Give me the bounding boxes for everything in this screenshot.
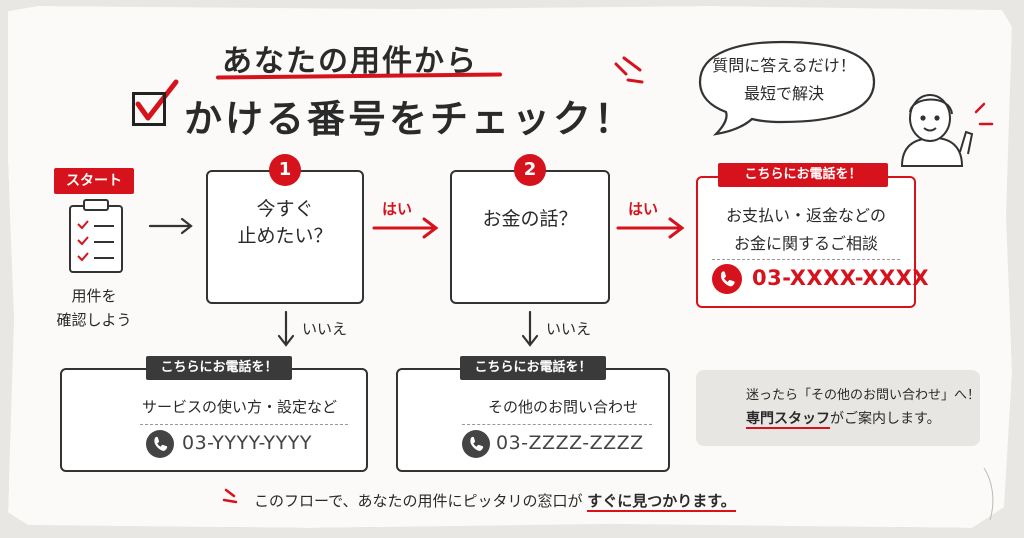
phone-icon	[462, 430, 490, 458]
tip-box	[696, 370, 980, 446]
question-1-number: 1	[269, 154, 301, 186]
question-2-text: お金の話？	[482, 208, 578, 230]
question-2-yes-label: はい	[628, 200, 659, 218]
footer-note: このフローで、あなたの用件にピッタリの窓口が すぐに見つかります。	[254, 490, 736, 512]
question-1-box	[206, 170, 364, 304]
question-1-yes-label: はい	[382, 200, 413, 218]
yes-arrows	[372, 217, 685, 239]
service-contact-box	[60, 368, 368, 472]
speech-bubble	[698, 40, 876, 136]
question-1-no-label: いいえ	[302, 320, 348, 338]
clipboard-icon	[69, 199, 123, 273]
person-pointing-icon	[900, 94, 974, 167]
money-contact-badge: こちらにお電話を！	[718, 163, 888, 187]
question-2-box	[450, 170, 610, 304]
start-text: 用件を 確認しよう	[56, 287, 132, 329]
footer-emphasis: すぐに見つかります。	[587, 492, 736, 512]
question-2-number: 2	[514, 154, 546, 186]
other-contact-description: その他のお問い合わせ	[488, 398, 639, 416]
checkbox-icon	[132, 92, 166, 126]
check-mark-icon	[135, 79, 179, 121]
other-contact-badge: こちらにお電話を！	[460, 356, 606, 380]
speech-bubble-text: 質問に答えるだけ！ 最短で解決	[712, 56, 856, 103]
flow-arrows	[148, 217, 539, 347]
tip-line-2: 専門スタッフがご案内します。	[746, 408, 941, 429]
question-2-no-label: いいえ	[546, 320, 592, 338]
service-contact-badge: こちらにお電話を！	[146, 356, 292, 380]
tip-line-2-rest: がご案内します。	[830, 411, 941, 427]
service-contact-phone[interactable]: 03-YYYY-YYYY	[182, 432, 312, 454]
tip-line-1: 迷ったら「その他のお問い合わせ」へ！	[746, 388, 981, 403]
question-1-text: 今すぐ 止めたい？	[237, 198, 333, 247]
phone-icon	[712, 264, 742, 294]
start-badge: スタート	[54, 168, 134, 194]
tip-emphasis: 専門スタッフ	[746, 411, 830, 429]
other-contact-phone[interactable]: 03-ZZZZ-ZZZZ	[496, 432, 644, 454]
other-contact-box	[396, 368, 670, 472]
phone-icon	[146, 430, 174, 458]
money-contact-description: お支払い・返金などの お金に関するご相談	[725, 206, 886, 253]
footer-text: このフローで、あなたの用件にピッタリの窓口が	[254, 492, 583, 510]
title-line-2: かける番号をチェック！	[184, 97, 636, 141]
money-contact-divider	[712, 259, 900, 260]
service-contact-divider	[140, 424, 348, 425]
other-contact-divider	[462, 424, 652, 425]
title-accent-marks	[614, 56, 644, 84]
service-contact-description: サービスの使い方・設定など	[142, 398, 338, 416]
money-contact-phone[interactable]: 03-XXXX-XXXX	[752, 266, 930, 290]
